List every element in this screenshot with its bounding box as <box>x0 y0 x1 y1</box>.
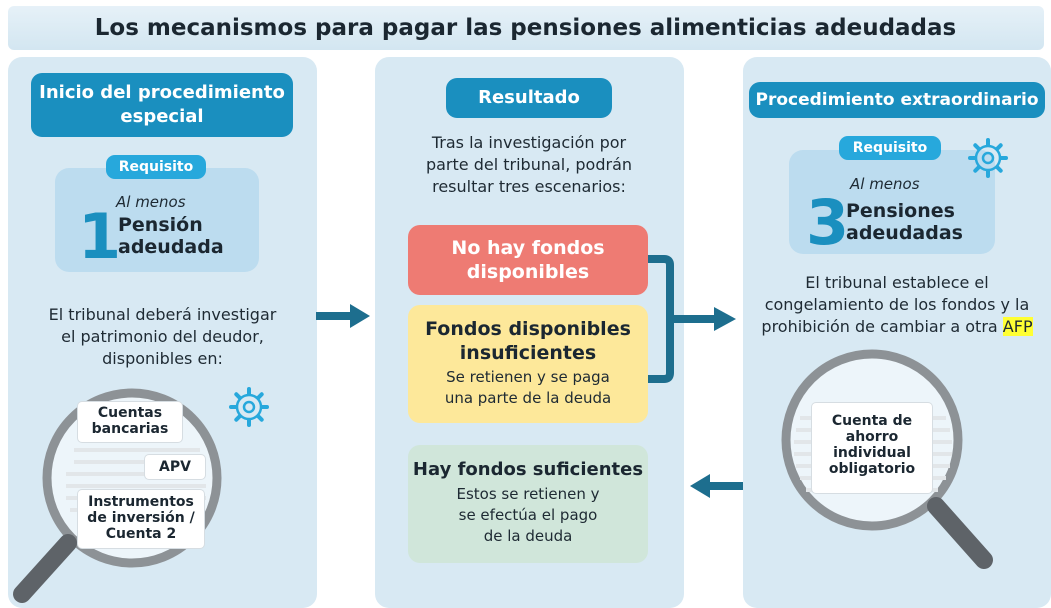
s2-title: Fondos disponibles insuficientes <box>408 317 648 365</box>
investment-card: Instrumentos de inversión / Cuenta 2 <box>78 490 204 548</box>
left-header-pill: Inicio del procedimiento especial <box>31 73 293 137</box>
s1-line-1: No hay fondos <box>451 237 605 259</box>
s2-desc: Se retienen y se paga una parte de la de… <box>408 367 648 409</box>
arrow-right-icon <box>316 304 370 328</box>
bracket-connector <box>648 255 736 383</box>
right-requirement-box <box>789 150 995 254</box>
bank-accounts-card: Cuentas bancarias <box>78 402 182 442</box>
right-requirement-text: Pensiones adeudadas <box>846 200 963 244</box>
doc-line-2: ahorro <box>845 429 899 445</box>
apv-card: APV <box>145 455 205 479</box>
left-header-line-2: especial <box>120 106 204 127</box>
left-requirement-text: Pensión adeudada <box>118 214 224 258</box>
left-req-line-2: adeudada <box>118 236 224 258</box>
right-header-pill: Procedimiento extraordinario <box>749 82 1045 118</box>
left-header-line-1: Inicio del procedimiento <box>39 82 285 103</box>
right-requirement-badge: Requisito <box>839 136 941 160</box>
arrow-left-icon <box>690 474 746 498</box>
bank-line-1: Cuentas <box>97 405 163 421</box>
intro-line-1: Tras la investigación por <box>431 133 627 152</box>
s3-desc-line-1: Estos se retienen y <box>456 485 600 503</box>
left-requirement-badge: Requisito <box>106 155 206 179</box>
s3-desc-line-3: de la deuda <box>483 527 573 545</box>
afp-highlight: AFP <box>1002 317 1033 336</box>
s2-desc-line-2: una parte de la deuda <box>444 389 612 407</box>
inv-line-2: de inversión / <box>87 510 195 526</box>
page-title: Los mecanismos para pagar las pensiones … <box>94 15 957 41</box>
right-req-line-1: Pensiones <box>846 200 955 222</box>
right-desc-line-1: El tribunal establece el <box>805 273 989 292</box>
scenario-insufficient-funds: Fondos disponibles insuficientes Se reti… <box>408 305 648 423</box>
scenario-no-funds: No hay fondos disponibles <box>408 225 648 295</box>
left-description: El tribunal deberá investigar el patrimo… <box>20 304 305 370</box>
doc-line-3: individual <box>833 445 911 461</box>
right-desc-line-3: prohibición de cambiar a otra AFP <box>748 316 1046 338</box>
left-requirement-box <box>55 168 259 272</box>
right-desc-line-3-text: prohibición de cambiar a otra <box>761 317 998 336</box>
left-desc-line-3: disponibles en: <box>102 349 223 368</box>
s2-title-line-1: Fondos disponibles <box>425 318 631 340</box>
s1-line-2: disponibles <box>466 261 590 283</box>
right-number: 3 <box>806 186 850 259</box>
s2-desc-line-1: Se retienen y se paga <box>446 368 610 386</box>
s2-title-line-2: insuficientes <box>459 342 597 364</box>
inv-line-1: Instrumentos <box>88 494 194 510</box>
title-bar <box>8 6 1044 50</box>
middle-header-pill: Resultado <box>446 78 612 118</box>
left-desc-line-2: el patrimonio del deudor, <box>61 327 264 346</box>
doc-line-1: Cuenta de <box>831 413 913 429</box>
bank-line-2: bancarias <box>91 421 169 437</box>
left-number: 1 <box>78 200 122 273</box>
left-qualifier: Al menos <box>116 193 186 211</box>
savings-account-card: Cuenta de ahorro individual obligatorio <box>812 403 932 493</box>
middle-intro: Tras la investigación por parte del trib… <box>395 132 663 198</box>
s3-title: Hay fondos suficientes <box>412 459 644 480</box>
intro-line-3: resultar tres escenarios: <box>432 177 626 196</box>
right-desc-line-2: congelamiento de los fondos y la <box>764 295 1030 314</box>
gear-icon <box>229 387 269 427</box>
right-req-line-2: adeudadas <box>846 222 963 244</box>
left-desc-line-1: El tribunal deberá investigar <box>48 305 277 324</box>
gear-icon <box>968 138 1008 178</box>
scenario-sufficient-funds: Hay fondos suficientes Estos se retienen… <box>408 445 648 563</box>
inv-line-3: Cuenta 2 <box>105 526 177 542</box>
intro-line-2: parte del tribunal, podrán <box>425 155 633 174</box>
doc-line-4: obligatorio <box>828 461 916 477</box>
s3-desc-line-2: se efectúa el pago <box>458 506 598 524</box>
s3-desc: Estos se retienen y se efectúa el pago d… <box>408 484 648 547</box>
right-qualifier: Al menos <box>850 175 920 193</box>
right-description: El tribunal establece el congelamiento d… <box>748 272 1046 338</box>
left-req-line-1: Pensión <box>118 214 203 236</box>
